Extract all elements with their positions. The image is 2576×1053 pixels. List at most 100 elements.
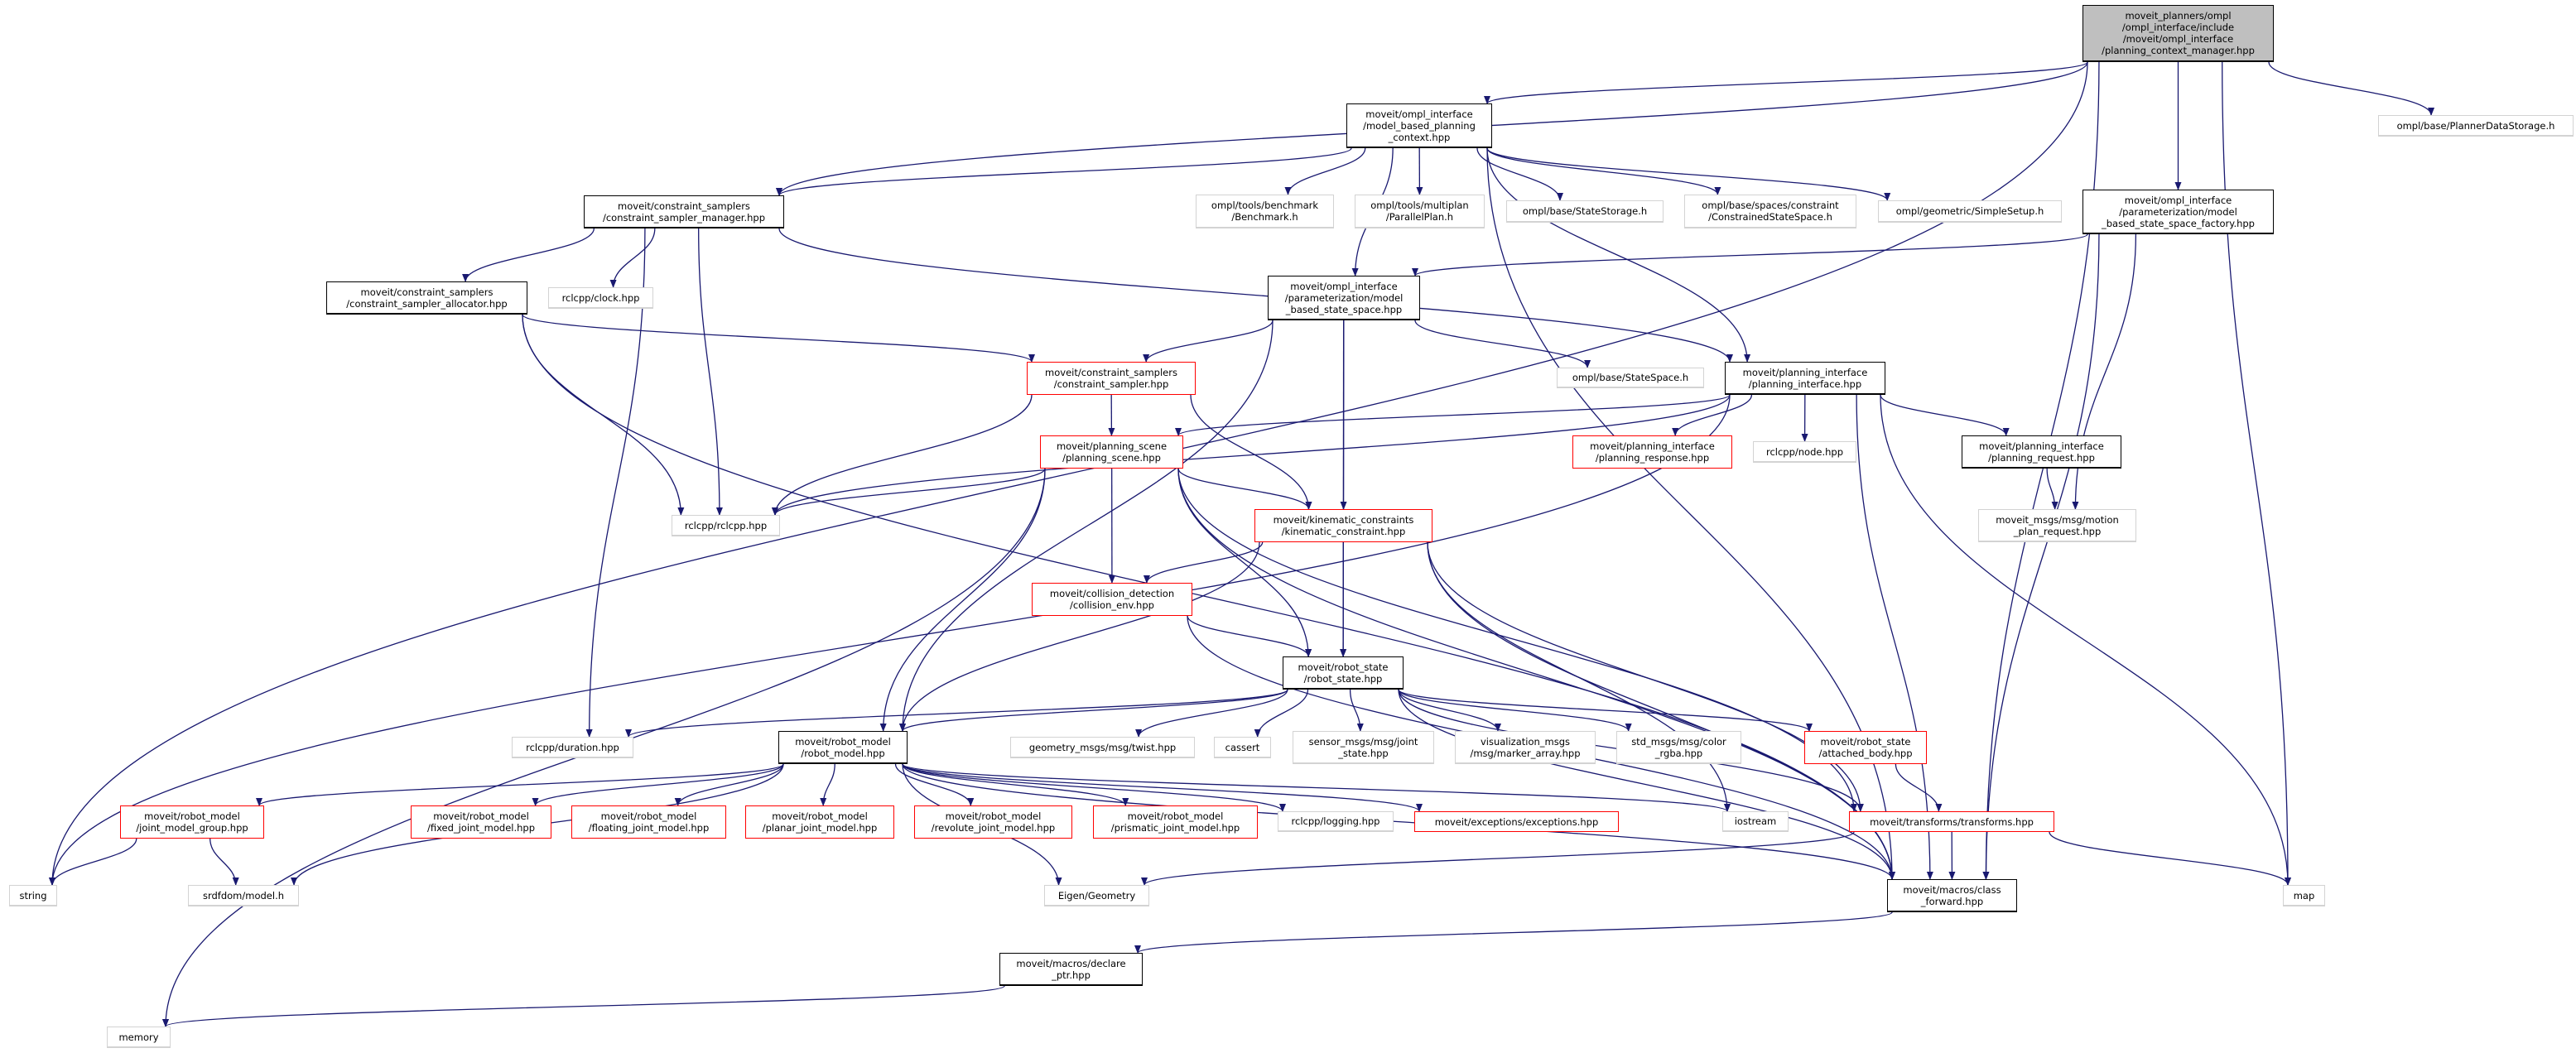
node-pplan[interactable]: ompl/tools/multiplan /ParallelPlan.h [1355,195,1485,228]
node-revolute[interactable]: moveit/robot_model /revolute_joint_model… [914,805,1072,839]
node-label: moveit/constraint_samplers /constraint_s… [346,286,508,310]
node-mbpc[interactable]: moveit/ompl_interface /model_based_plann… [1346,103,1492,148]
node-label: moveit/robot_model /prismatic_joint_mode… [1110,810,1240,834]
node-label: moveit/robot_model /planar_joint_model.h… [762,810,878,834]
node-label: rclcpp/node.hpp [1765,445,1844,458]
node-prismatic[interactable]: moveit/robot_model /prismatic_joint_mode… [1093,805,1258,839]
node-label: moveit/planning_scene /planning_scene.hp… [1056,440,1168,464]
node-label: moveit/ompl_interface /parameterization/… [2102,194,2255,229]
node-transforms[interactable]: moveit/transforms/transforms.hpp [1849,811,2054,832]
node-label: sensor_msgs/msg/joint _state.hpp [1308,735,1418,759]
edge-csm-to-pi [778,228,1733,363]
node-iostream[interactable]: iostream [1722,811,1789,832]
edge-rm-to-logging [902,763,1286,812]
node-label: moveit_planners/ompl /ompl_interface/inc… [2102,10,2255,56]
node-label: ompl/base/StateStorage.h [1522,205,1648,217]
edge-rm-to-revolute [894,763,975,806]
node-mpr[interactable]: moveit_msgs/msg/motion _plan_request.hpp [1978,509,2136,542]
edge-pi-to-preq [1880,394,2010,436]
node-label: moveit/collision_detection /collision_en… [1049,588,1175,611]
node-cf[interactable]: moveit/macros/class _forward.hpp [1887,879,2017,912]
node-kc[interactable]: moveit/kinematic_constraints /kinematic_… [1254,509,1432,542]
node-rgba[interactable]: std_msgs/msg/color _rgba.hpp [1616,731,1741,764]
node-label: string [19,889,47,902]
node-duration[interactable]: rclcpp/duration.hpp [512,737,633,758]
node-sstor[interactable]: ompl/base/StateStorage.h [1506,200,1664,223]
node-label: moveit/planning_interface /planning_inte… [1742,366,1868,390]
node-jmg[interactable]: moveit/robot_model /joint_model_group.hp… [120,805,264,839]
edge-rm-to-cf [902,763,1895,880]
node-label: moveit/robot_model /fixed_joint_model.hp… [426,810,536,834]
node-preq[interactable]: moveit/planning_interface /planning_requ… [1962,435,2121,469]
node-bench[interactable]: ompl/tools/benchmark /Benchmark.h [1196,195,1334,228]
node-fixed[interactable]: moveit/robot_model /fixed_joint_model.hp… [411,805,551,839]
node-label: ompl/base/StateSpace.h [1572,372,1689,383]
node-label: map [2293,889,2315,902]
node-label: moveit/robot_state /attached_body.hpp [1818,736,1913,759]
node-rclcpp[interactable]: rclcpp/rclcpp.hpp [672,515,780,536]
node-memory[interactable]: memory [107,1027,171,1048]
node-marker[interactable]: visualization_msgs /msg/marker_array.hpp [1455,731,1596,764]
node-pds[interactable]: ompl/base/PlannerDataStorage.h [2378,115,2574,137]
edge-pi-to-presp [1672,394,1753,436]
node-map[interactable]: map [2283,885,2325,906]
node-string[interactable]: string [9,885,57,906]
node-label: moveit/constraint_samplers /constraint_s… [1045,367,1177,390]
node-declare[interactable]: moveit/macros/declare _ptr.hpp [999,953,1143,986]
edge-rs-to-rm [899,689,1288,732]
node-logging[interactable]: rclcpp/logging.hpp [1278,811,1394,832]
node-planar[interactable]: moveit/robot_model /planar_joint_model.h… [745,805,894,839]
node-pi[interactable]: moveit/planning_interface /planning_inte… [1725,362,1885,395]
node-exceptions[interactable]: moveit/exceptions/exceptions.hpp [1414,811,1619,832]
node-attached[interactable]: moveit/robot_state /attached_body.hpp [1804,731,1927,764]
edge-mbss-to-statespace [1414,320,1591,368]
node-statespace[interactable]: ompl/base/StateSpace.h [1557,368,1704,388]
node-rs[interactable]: moveit/robot_state /robot_state.hpp [1283,656,1404,690]
node-css[interactable]: ompl/base/spaces/constraint /Constrained… [1684,195,1856,228]
node-ps[interactable]: moveit/planning_scene /planning_scene.hp… [1040,435,1183,469]
node-presp[interactable]: moveit/planning_interface /planning_resp… [1572,435,1732,469]
edge-transforms-to-eigen [1141,831,1855,886]
node-rm[interactable]: moveit/robot_model /robot_model.hpp [778,731,908,764]
edge-rm-to-planar [820,763,835,806]
node-csm[interactable]: moveit/constraint_samplers /constraint_s… [584,195,784,228]
edge-jmg-to-string [49,838,137,886]
node-joint[interactable]: sensor_msgs/msg/joint _state.hpp [1293,731,1434,764]
node-alloc[interactable]: moveit/constraint_samplers /constraint_s… [326,281,527,315]
node-label: moveit/robot_model /joint_model_group.hp… [136,810,248,834]
node-cs[interactable]: moveit/constraint_samplers /constraint_s… [1027,362,1196,395]
edge-mbpc-to-pi [1486,147,1751,363]
node-root[interactable]: moveit_planners/ompl /ompl_interface/inc… [2082,5,2274,62]
edge-rm-to-prismatic [902,763,1129,806]
node-cassert[interactable]: cassert [1214,737,1271,758]
edge-kc-to-rm [899,541,1260,732]
node-eigen[interactable]: Eigen/Geometry [1044,885,1149,906]
edge-factory-to-mbss [1412,233,2088,276]
node-label: iostream [1734,815,1777,827]
edge-csm-to-rclcpp [698,228,723,516]
edge-ps-to-rclcpp [772,468,1046,516]
edge-root-to-map [2222,61,2291,886]
node-node[interactable]: rclcpp/node.hpp [1753,441,1856,463]
edge-kc-to-ce [1143,541,1264,584]
node-srdf[interactable]: srdfdom/model.h [188,885,299,906]
node-ce[interactable]: moveit/collision_detection /collision_en… [1032,583,1192,616]
node-label: moveit/robot_state /robot_state.hpp [1298,661,1389,685]
node-label: rclcpp/clock.hpp [561,291,640,304]
node-label: memory [118,1031,159,1043]
node-label: geometry_msgs/msg/twist.hpp [1028,741,1177,753]
edge-rs-to-duration [625,689,1288,738]
node-factory[interactable]: moveit/ompl_interface /parameterization/… [2082,190,2274,234]
node-label: rclcpp/logging.hpp [1291,815,1380,827]
edge-pi-to-cf [1856,394,1933,880]
node-simple[interactable]: ompl/geometric/SimpleSetup.h [1878,200,2062,223]
node-label: moveit/macros/declare _ptr.hpp [1016,957,1126,981]
node-label: rclcpp/rclcpp.hpp [684,519,768,531]
node-floating[interactable]: moveit/robot_model /floating_joint_model… [571,805,726,839]
node-mbss[interactable]: moveit/ompl_interface /parameterization/… [1268,276,1420,320]
node-twist[interactable]: geometry_msgs/msg/twist.hpp [1010,737,1195,758]
edge-kc-to-transforms [1427,541,1864,812]
node-clock[interactable]: rclcpp/clock.hpp [548,287,653,309]
edge-alloc-to-cs [522,314,1035,363]
